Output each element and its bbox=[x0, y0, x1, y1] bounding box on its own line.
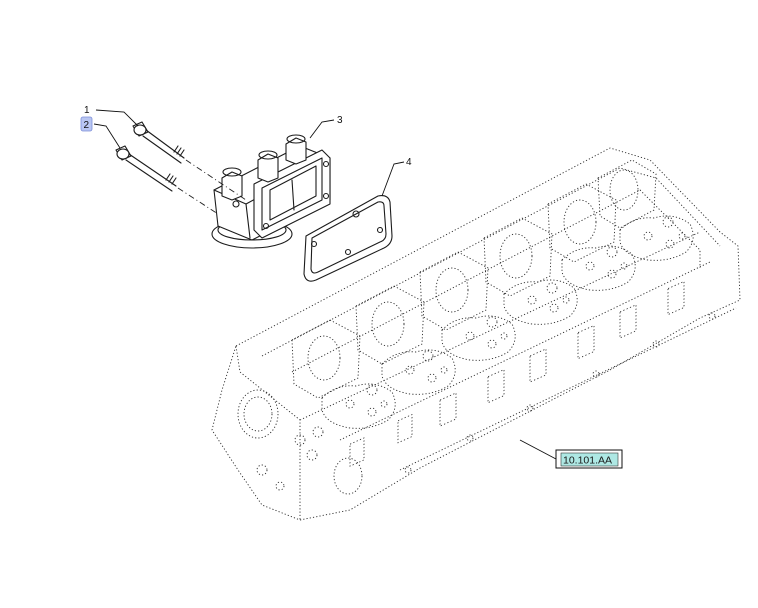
part-3-adapter bbox=[211, 134, 331, 249]
svg-text:3: 3 bbox=[337, 115, 343, 126]
svg-text:2: 2 bbox=[84, 120, 90, 131]
valve-bays bbox=[291, 159, 657, 399]
side-ports bbox=[349, 280, 716, 474]
leader-1 bbox=[95, 109, 139, 127]
callout-3[interactable]: 3 bbox=[337, 115, 343, 126]
leader-ref bbox=[519, 439, 557, 460]
valve-pads bbox=[321, 215, 694, 429]
callout-1[interactable]: 1 bbox=[84, 105, 90, 116]
reference-link-10101AA[interactable]: 10.101.AA bbox=[555, 449, 623, 469]
leader-3 bbox=[309, 119, 335, 139]
leader-4 bbox=[381, 161, 405, 197]
part-4-gasket bbox=[303, 195, 393, 282]
part-2-bolt bbox=[115, 145, 219, 215]
callout-4[interactable]: 4 bbox=[406, 157, 412, 168]
callout-2[interactable]: 2 bbox=[80, 116, 93, 132]
svg-text:1: 1 bbox=[84, 105, 90, 116]
leader-2 bbox=[93, 123, 121, 149]
cylinder-head-drawing bbox=[211, 147, 741, 521]
callout-2-highlight bbox=[80, 116, 93, 132]
svg-text:10.101.AA: 10.101.AA bbox=[563, 455, 612, 467]
svg-text:4: 4 bbox=[406, 157, 412, 168]
reference-link-highlight bbox=[560, 452, 619, 467]
part-1-bolt bbox=[132, 121, 247, 201]
